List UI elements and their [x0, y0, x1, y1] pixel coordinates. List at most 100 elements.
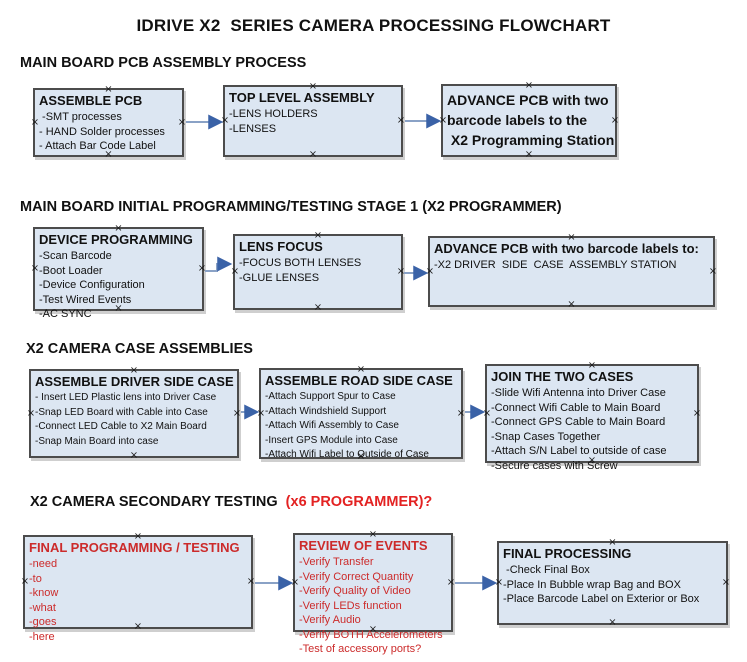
connection-point-icon: ×	[30, 116, 40, 128]
flow-box-assemble-road-side-case: ASSEMBLE ROAD SIDE CASE -Attach Support …	[256, 364, 466, 462]
flow-box-join-the-two-cases: JOIN THE TWO CASES -Slide Wifi Antenna i…	[482, 360, 702, 472]
box-line: -FOCUS BOTH LENSES	[239, 257, 362, 269]
connection-point-icon: ×	[356, 364, 366, 375]
box-items: -Scan Barcode -Boot Loader -Device Configu…	[35, 248, 202, 322]
connection-point-icon: ×	[368, 624, 378, 635]
connection-point-icon: ×	[396, 115, 406, 126]
box-line: -here	[29, 630, 55, 643]
box-line: -know	[29, 587, 59, 599]
box-items: - Insert LED Plastic lens into Driver Ca…	[31, 390, 237, 449]
box-line: -X2 DRIVER SIDE CASE ASSEMBLY STATION	[434, 259, 677, 271]
connection-point-icon: ×	[313, 302, 323, 313]
connection-point-icon: ×	[608, 617, 617, 628]
connection-point-icon: ×	[290, 576, 300, 588]
box-items: -Check Final Box -Place In Bubble wrap Ba…	[499, 562, 726, 607]
box-line: -LENS HOLDERS	[229, 108, 318, 120]
box-items: -SMT processes- HAND Solder processes- A…	[35, 109, 182, 154]
connection-point-icon: ×	[567, 299, 576, 310]
box-title: REVIEW OF EVENTS	[299, 538, 428, 553]
box-items: -Slide Wifi Antenna into Driver Case-Con…	[487, 385, 697, 473]
box-items: -Verify Transfer-Verify Correct Quantity…	[295, 554, 451, 657]
connection-point-icon: ×	[230, 266, 240, 277]
connection-point-icon: ×	[308, 81, 318, 92]
connection-point-icon: ×	[104, 149, 113, 160]
section-heading-initial-programming: MAIN BOARD INITIAL PROGRAMMING/TESTING S…	[20, 199, 562, 215]
box-line: -Place Barcode Label on Exterior or Box	[503, 593, 700, 605]
section-heading-red-part: (x6 PROGRAMMER)?	[285, 494, 433, 510]
connection-point-icon: ×	[356, 451, 366, 462]
connection-point-icon: ×	[256, 407, 266, 419]
connection-point-icon: ×	[308, 149, 318, 160]
box-line: -Attach S/N Label to outside of case	[491, 445, 667, 457]
box-line: -Snap Main Board into case	[35, 435, 159, 447]
box-title: ASSEMBLE PCB	[39, 93, 143, 108]
connection-point-icon: ×	[482, 407, 492, 419]
box-line: -Test of accessory ports?	[299, 643, 422, 655]
connection-point-icon: ×	[197, 263, 207, 274]
connection-point-icon: ×	[610, 114, 620, 126]
connection-point-icon: ×	[177, 116, 187, 128]
connection-point-icon: ×	[220, 115, 230, 126]
connection-point-icon: ×	[721, 577, 731, 588]
connection-point-icon: ×	[567, 232, 576, 243]
box-title: FINAL PROGRAMMING / TESTING	[29, 540, 240, 555]
connection-point-icon: ×	[129, 450, 139, 461]
connection-point-icon: ×	[246, 576, 256, 587]
flow-box-final-processing: FINAL PROCESSING -Check Final Box -Place …	[494, 538, 731, 628]
flow-box-top-level-assembly: TOP LEVEL ASSEMBLY -LENS HOLDERS-LENSES …	[220, 81, 406, 160]
connection-point-icon: ×	[368, 529, 378, 540]
connection-point-icon: ×	[524, 80, 534, 91]
box-line: -Verify BOTH Accelerometers	[299, 628, 443, 641]
connection-point-icon: ×	[524, 149, 534, 160]
connection-point-icon: ×	[396, 266, 406, 277]
box-items: -X2 DRIVER SIDE CASE ASSEMBLY STATION	[430, 257, 713, 273]
connection-point-icon: ×	[425, 265, 435, 277]
box-items: -FOCUS BOTH LENSES -GLUE LENSES	[235, 255, 401, 285]
box-line: - HAND Solder processes	[39, 125, 165, 138]
flow-box-review-of-events: REVIEW OF EVENTS -Verify Transfer-Verify…	[290, 529, 456, 656]
connection-point-icon: ×	[133, 621, 143, 632]
box-line: -Attach Wifi Label to Outside of Case	[265, 449, 429, 460]
section-heading-pcb-assembly: MAIN BOARD PCB ASSEMBLY PROCESS	[20, 55, 307, 71]
connection-point-icon: ×	[692, 407, 702, 419]
flow-box-final-programming-testing: FINAL PROGRAMMING / TESTING -need-to-kno…	[21, 532, 256, 643]
connection-point-icon: ×	[30, 263, 40, 274]
section-heading-secondary-testing: X2 CAMERA SECONDARY TESTING (x6 PROGRAMM…	[30, 494, 432, 510]
box-line: -Place In Bubble wrap Bag and BOX	[503, 578, 681, 591]
connection-point-icon: ×	[587, 360, 597, 371]
flow-box-assemble-pcb: ASSEMBLE PCB -SMT processes- HAND Solder…	[30, 85, 187, 160]
box-line: - Attach Bar Code Label	[39, 140, 156, 152]
box-title: DEVICE PROGRAMMING	[39, 232, 193, 247]
connection-point-icon: ×	[313, 230, 323, 241]
box-line: -Test Wired Events	[39, 293, 132, 306]
box-line: -Check Final Box	[503, 564, 590, 576]
box-line: - Insert LED Plastic lens into Driver Ca…	[35, 392, 217, 403]
box-line: -goes	[29, 616, 57, 628]
box-line: -GLUE LENSES	[239, 271, 320, 284]
box-line: -Scan Barcode	[39, 250, 112, 262]
flow-box-device-programming: DEVICE PROGRAMMING -Scan Barcode -Boot Lo…	[30, 224, 207, 321]
box-line: barcode labels to the	[447, 112, 588, 128]
box-line: -Connect GPS Cable to Main Board	[491, 416, 666, 428]
box-title: FINAL PROCESSING	[503, 546, 632, 561]
box-line: -Boot Loader	[39, 264, 103, 277]
box-line: -Verify Transfer	[299, 556, 374, 568]
box-line: -Secure cases with Screw	[491, 459, 618, 472]
section-heading-case-assemblies: X2 CAMERA CASE ASSEMBLIES	[26, 341, 253, 357]
box-line: -Verify Audio	[299, 614, 361, 626]
box-line: -AC SYNC	[39, 308, 92, 320]
box-line: -what	[29, 601, 56, 614]
box-line: -Device Configuration	[39, 279, 145, 291]
box-line: -LENSES	[229, 122, 277, 135]
arrow-device-programming-to-lens-focus	[205, 256, 233, 272]
box-line: -Attach Windshield Support	[265, 405, 387, 417]
connection-point-icon: ×	[232, 407, 242, 419]
connection-point-icon: ×	[456, 407, 466, 419]
box-title: ASSEMBLE ROAD SIDE CASE	[265, 373, 453, 388]
box-line: -Attach Support Spur to Case	[265, 391, 396, 402]
connection-point-icon: ×	[438, 114, 448, 126]
connection-point-icon: ×	[494, 577, 504, 588]
connection-point-icon: ×	[446, 576, 456, 588]
box-line: -Insert GPS Module into Case	[265, 434, 398, 446]
